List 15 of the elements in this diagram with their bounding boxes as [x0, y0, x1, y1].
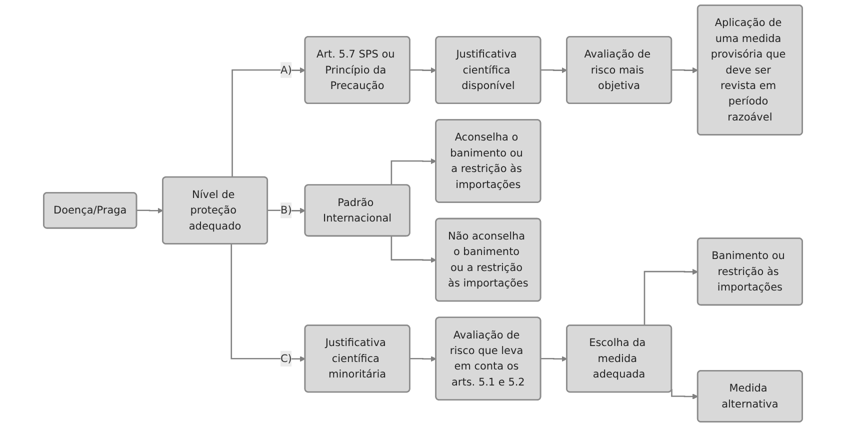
arrow: [540, 67, 568, 74]
edge-label: B): [280, 204, 292, 216]
edge-label: A): [280, 63, 292, 76]
arrow: [232, 67, 306, 178]
arrow: [136, 208, 164, 214]
arrow: [409, 356, 436, 362]
arrow: [390, 158, 436, 186]
edge-label: C): [280, 352, 292, 365]
arrow: [390, 236, 436, 263]
arrow: [230, 244, 306, 362]
arrow: [540, 356, 568, 362]
arrow: [644, 268, 698, 326]
arrow: [671, 67, 698, 74]
arrow: [409, 67, 436, 74]
arrow: [671, 389, 698, 400]
